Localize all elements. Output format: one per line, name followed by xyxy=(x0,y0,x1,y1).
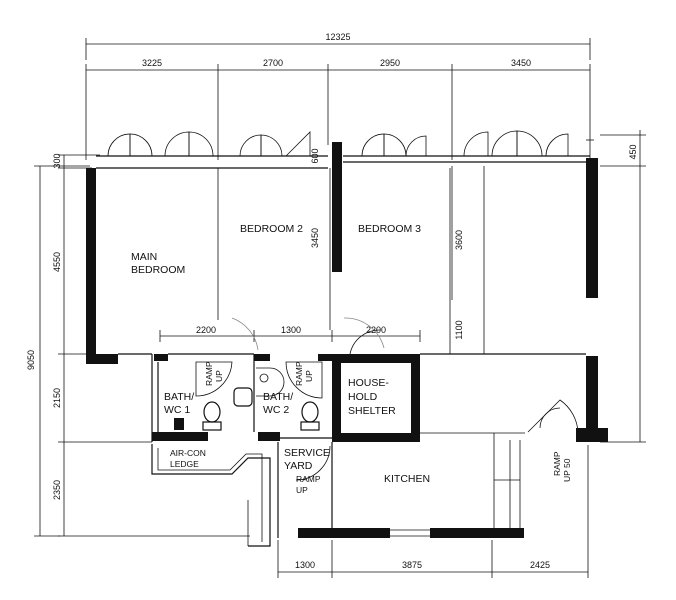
kitchen-label: KITCHEN xyxy=(384,473,430,485)
right-dimensions: 450 xyxy=(600,130,646,443)
walls xyxy=(86,142,608,538)
main-bedroom-label-line2: BEDROOM xyxy=(131,264,185,276)
dim-1100: 1100 xyxy=(454,320,464,339)
left-seg-4: 2350 xyxy=(52,480,62,500)
ramp-bath2-line2: UP xyxy=(304,370,314,382)
left-seg-3: 2150 xyxy=(52,388,62,408)
ramp-entry-line2: UP 50 xyxy=(562,458,572,482)
bath1-label-line2: WC 1 xyxy=(164,404,190,416)
bottom-dimensions: 1300 3875 2425 xyxy=(277,445,589,578)
aircon-label-line2: LEDGE xyxy=(170,459,199,469)
ramp-bath1-line1: RAMP xyxy=(204,361,214,386)
bath2-label-line2: WC 2 xyxy=(263,404,289,416)
bedroom3-label: BEDROOM 3 xyxy=(358,223,421,235)
top-seg-1: 3225 xyxy=(142,58,162,68)
bath1-label-line1: BATH/ xyxy=(164,391,194,403)
bottom-seg-2: 3875 xyxy=(402,560,422,570)
bottom-seg-1: 1300 xyxy=(295,560,315,570)
bedroom2-label: BEDROOM 2 xyxy=(240,223,303,235)
right-top-label: 450 xyxy=(628,144,638,159)
bottom-seg-3: 2425 xyxy=(530,560,550,570)
shelter-label-line1: HOUSE- xyxy=(348,377,389,389)
top-windows: 600 xyxy=(96,130,594,169)
dim-600: 600 xyxy=(310,148,320,163)
ramp-service-line1: RAMP xyxy=(296,474,321,484)
left-dimensions: 9050 300 4550 2150 2350 xyxy=(26,153,250,537)
top-seg-2: 2700 xyxy=(263,58,283,68)
dim-1300: 1300 xyxy=(281,325,301,335)
ramp-bath2-line1: RAMP xyxy=(294,361,304,386)
inner-dimensions: 2200 1300 2200 3450 3600 1100 xyxy=(159,168,464,354)
ramp-service-line2: UP xyxy=(296,485,308,495)
shelter-label-line2: HOLD xyxy=(348,391,378,403)
dim-3450: 3450 xyxy=(310,228,320,248)
overall-width-label: 12325 xyxy=(325,32,350,42)
partitions xyxy=(91,166,586,547)
top-seg-3: 2950 xyxy=(380,58,400,68)
shelter-label-line3: SHELTER xyxy=(348,405,396,417)
ramp-entry-line1: RAMP xyxy=(552,451,562,476)
top-seg-4: 3450 xyxy=(511,58,531,68)
left-overall-label: 9050 xyxy=(26,350,36,370)
top-dimensions: 12325 3225 2700 2950 3450 xyxy=(85,32,591,160)
aircon-label-line1: AIR-CON xyxy=(170,448,206,458)
room-labels: MAIN BEDROOM BEDROOM 2 BEDROOM 3 BATH/ W… xyxy=(131,223,430,485)
ramp-bath1-line2: UP xyxy=(214,370,224,382)
ramp-labels: RAMP UP RAMP UP RAMP UP RAMP UP 50 xyxy=(204,361,572,495)
service-label-line1: SERVICE xyxy=(284,447,330,459)
dim-3600: 3600 xyxy=(454,230,464,250)
left-seg-2: 4550 xyxy=(52,252,62,272)
main-bedroom-label-line1: MAIN xyxy=(131,251,157,263)
left-seg-1: 300 xyxy=(52,153,62,168)
service-label-line2: YARD xyxy=(284,460,313,472)
bath2-label-line1: BATH/ xyxy=(263,391,293,403)
dim-2200-a: 2200 xyxy=(196,325,216,335)
bath-fixtures xyxy=(195,329,579,481)
